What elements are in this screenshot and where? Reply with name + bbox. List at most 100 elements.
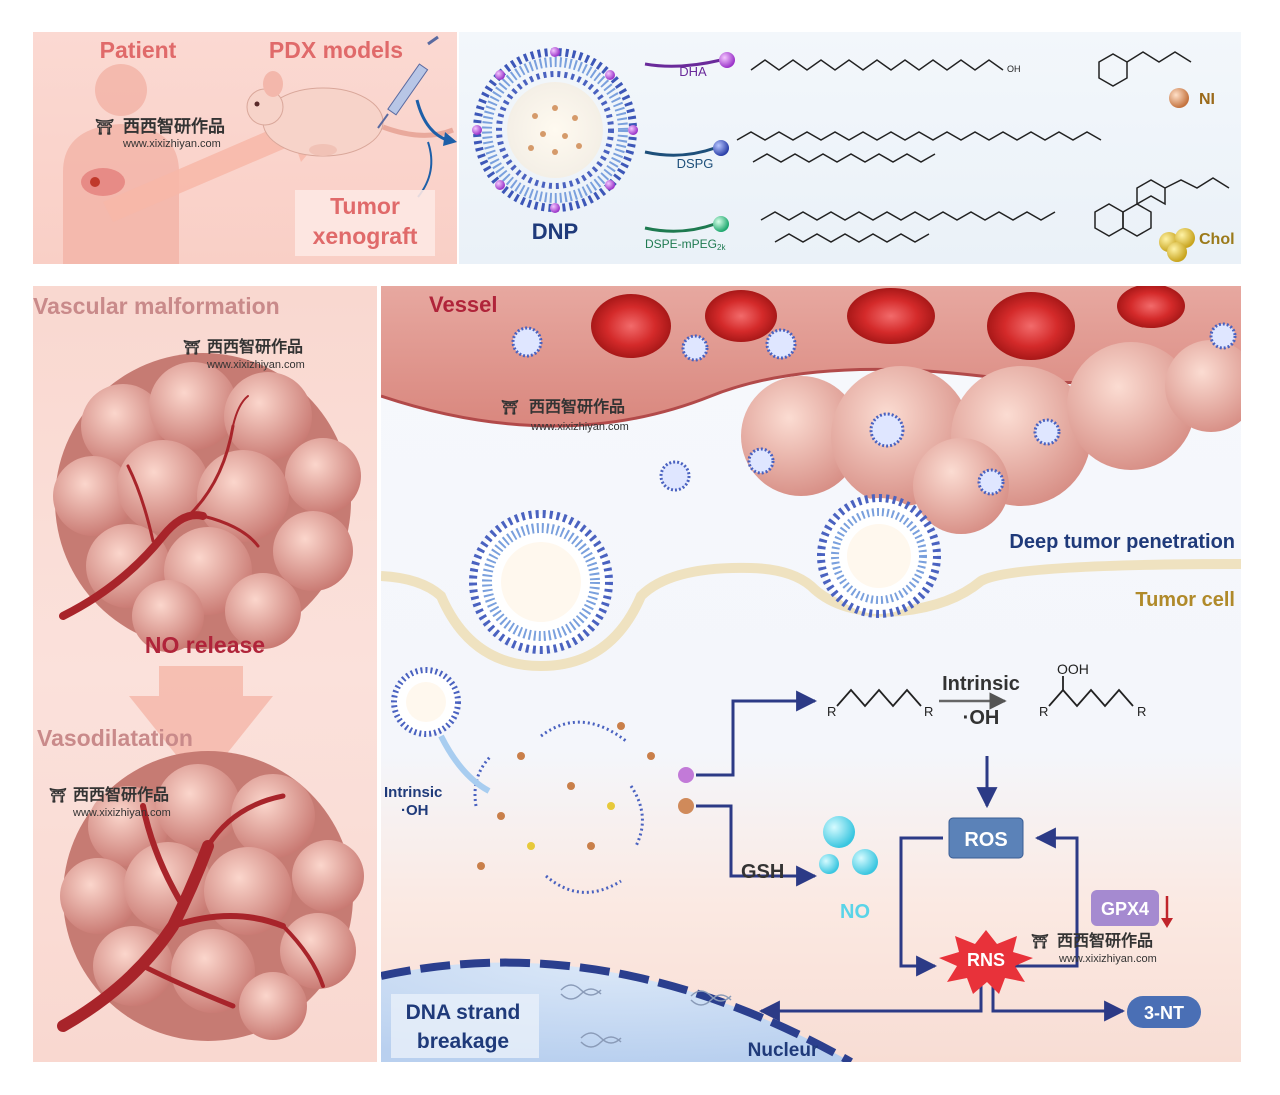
no-release-arrow bbox=[129, 666, 273, 786]
dna-fragments bbox=[560, 984, 732, 1048]
watermark: ⛩ 西西智研作品 www.xixizhiyan.com bbox=[49, 785, 171, 819]
tumor-cell-membrane bbox=[381, 559, 1241, 672]
svg-text:西西智研作品: 西西智研作品 bbox=[529, 397, 625, 416]
nucleur-label: Nucleur bbox=[748, 1040, 819, 1061]
svg-text:西西智研作品: 西西智研作品 bbox=[123, 116, 225, 136]
r-label: R bbox=[827, 704, 836, 719]
injection-arrow bbox=[415, 99, 448, 142]
dna-strand-label-1: DNA strand bbox=[406, 1001, 521, 1024]
tumor-spot bbox=[90, 177, 100, 187]
svg-text:西西智研作品: 西西智研作品 bbox=[1057, 931, 1153, 950]
gpx4-box bbox=[1091, 890, 1159, 926]
gsh-label: GSH bbox=[741, 861, 784, 883]
rns-burst bbox=[939, 930, 1033, 994]
watermark: ⛩ 西西智研作品 www.xixizhiyan.com bbox=[1031, 931, 1157, 965]
patient-label: Patient bbox=[100, 37, 177, 63]
watermark-logo-icon: ⛩ bbox=[183, 339, 201, 355]
ooh-label: OOH bbox=[1057, 661, 1089, 677]
tumor-label: Tumor bbox=[330, 193, 400, 219]
three-nt-label: 3-NT bbox=[1144, 1003, 1184, 1023]
liver-tumor bbox=[81, 168, 125, 196]
ni-structure bbox=[1098, 51, 1192, 87]
mechanism-illustration: Vessel Deep tumor penetration Tumor cell… bbox=[381, 286, 1241, 1062]
panel-vascular: Vascular malformation NO release Vasodil… bbox=[33, 286, 377, 1062]
dha-lipid-icon bbox=[644, 52, 735, 68]
dha-label: DHA bbox=[679, 64, 707, 79]
intrinsic-oh-left-label-1: Intrinsic bbox=[384, 784, 442, 801]
watermark-logo-icon: ⛩ bbox=[95, 118, 114, 136]
watermark-logo-icon: ⛩ bbox=[49, 787, 67, 803]
chol-structure bbox=[1094, 177, 1230, 237]
intrinsic-top-label: Intrinsic bbox=[942, 673, 1020, 695]
gpx4-label: GPX4 bbox=[1101, 899, 1149, 919]
no-bubbles bbox=[819, 816, 878, 875]
dna-strand-label-2: breakage bbox=[417, 1030, 509, 1053]
svg-text:OH: OH bbox=[1007, 64, 1021, 74]
dnp-small bbox=[391, 667, 461, 737]
svg-text:www.xixizhiyan.com: www.xixizhiyan.com bbox=[122, 138, 221, 150]
ni-ball-icon bbox=[678, 798, 694, 814]
tumor-cell-label: Tumor cell bbox=[1135, 589, 1235, 611]
svg-text:西西智研作品: 西西智研作品 bbox=[207, 337, 303, 356]
dha-structure bbox=[750, 59, 1004, 71]
pathway-arrows bbox=[696, 690, 1126, 1022]
intrinsic-oh-arrow bbox=[438, 734, 491, 794]
nanoparticle-endocytosis bbox=[469, 494, 941, 654]
svg-text:www.xixizhiyan.com: www.xixizhiyan.com bbox=[530, 421, 629, 433]
dspe-mpeg-structure bbox=[760, 211, 1056, 221]
xenograft-label: xenograft bbox=[313, 223, 418, 249]
dspe-mpeg-label: DSPE-mPEG2k bbox=[645, 237, 726, 252]
vascular-illustration: Vascular malformation NO release Vasodil… bbox=[33, 293, 364, 1041]
ros-label: ROS bbox=[964, 829, 1007, 851]
no-label: NO bbox=[840, 901, 870, 923]
watermark: ⛩ 西西智研作品 www.xixizhiyan.com bbox=[183, 337, 305, 371]
vascular-malformation-label: Vascular malformation bbox=[33, 293, 280, 319]
dnp-nanoparticle bbox=[472, 47, 638, 213]
watermark-logo-icon: ⛩ bbox=[1031, 933, 1049, 949]
pdx-models-label: PDX models bbox=[269, 37, 403, 63]
dnp-composition-illustration: DNP DHA OH DSPG DSPE-mPEG2k NI bbox=[472, 47, 1235, 262]
blood-vessels-malformed bbox=[59, 395, 260, 620]
panel-mechanism: Vessel Deep tumor penetration Tumor cell… bbox=[381, 286, 1241, 1062]
chol-label: Chol bbox=[1199, 231, 1235, 248]
vasodilatation-label: Vasodilatation bbox=[37, 725, 193, 751]
tumor-cells bbox=[741, 340, 1241, 534]
dnp-disassembly bbox=[473, 720, 655, 894]
three-nt-box bbox=[1127, 996, 1201, 1028]
lipid-structure bbox=[836, 688, 922, 708]
syringe bbox=[377, 35, 439, 129]
ni-ball-icon bbox=[1169, 88, 1189, 108]
dspg-lipid-icon bbox=[644, 140, 729, 157]
ni-label: NI bbox=[1199, 91, 1215, 108]
no-release-label: NO release bbox=[145, 632, 265, 658]
dspe-mpeg-lipid-icon bbox=[644, 216, 729, 233]
deep-tumor-penetration-label: Deep tumor penetration bbox=[1009, 531, 1235, 553]
tumor-cluster-malformed bbox=[53, 353, 361, 652]
vessel-label: Vessel bbox=[429, 292, 498, 317]
svg-text:www.xixizhiyan.com: www.xixizhiyan.com bbox=[206, 359, 305, 371]
intrinsic-oh-left-label-2: ·OH bbox=[401, 802, 429, 819]
patient-silhouette bbox=[63, 64, 179, 264]
r-label: R bbox=[924, 704, 933, 719]
rns-label: RNS bbox=[967, 950, 1005, 970]
dha-ball-icon bbox=[678, 767, 694, 783]
svg-text:西西智研作品: 西西智研作品 bbox=[73, 785, 169, 804]
svg-text:www.xixizhiyan.com: www.xixizhiyan.com bbox=[72, 807, 171, 819]
peroxide-structure bbox=[1048, 688, 1134, 708]
r-label: R bbox=[1137, 704, 1146, 719]
oh-top-label: ·OH bbox=[963, 707, 1000, 729]
mouse bbox=[246, 71, 454, 157]
pdx-illustration: Patient PDX models Tumor xenograft ⛩ 西西智… bbox=[63, 35, 457, 264]
red-blood-cells bbox=[591, 286, 1185, 360]
blood-vessels-dilated bbox=[57, 793, 325, 1032]
watermark: ⛩ 西西智研作品 www.xixizhiyan.com bbox=[501, 397, 629, 433]
ros-box bbox=[948, 817, 1024, 859]
chol-ball-icon bbox=[1159, 228, 1195, 262]
watermark-logo-icon: ⛩ bbox=[501, 399, 519, 415]
panel-pdx-model: Patient PDX models Tumor xenograft ⛩ 西西智… bbox=[33, 32, 457, 264]
watermark: ⛩ 西西智研作品 www.xixizhiyan.com bbox=[95, 116, 225, 150]
svg-text:www.xixizhiyan.com: www.xixizhiyan.com bbox=[1058, 953, 1157, 965]
dspg-structure bbox=[736, 131, 1102, 141]
dspg-label: DSPG bbox=[677, 156, 714, 171]
panel-dnp-composition: DNP DHA OH DSPG DSPE-mPEG2k NI bbox=[459, 32, 1241, 264]
